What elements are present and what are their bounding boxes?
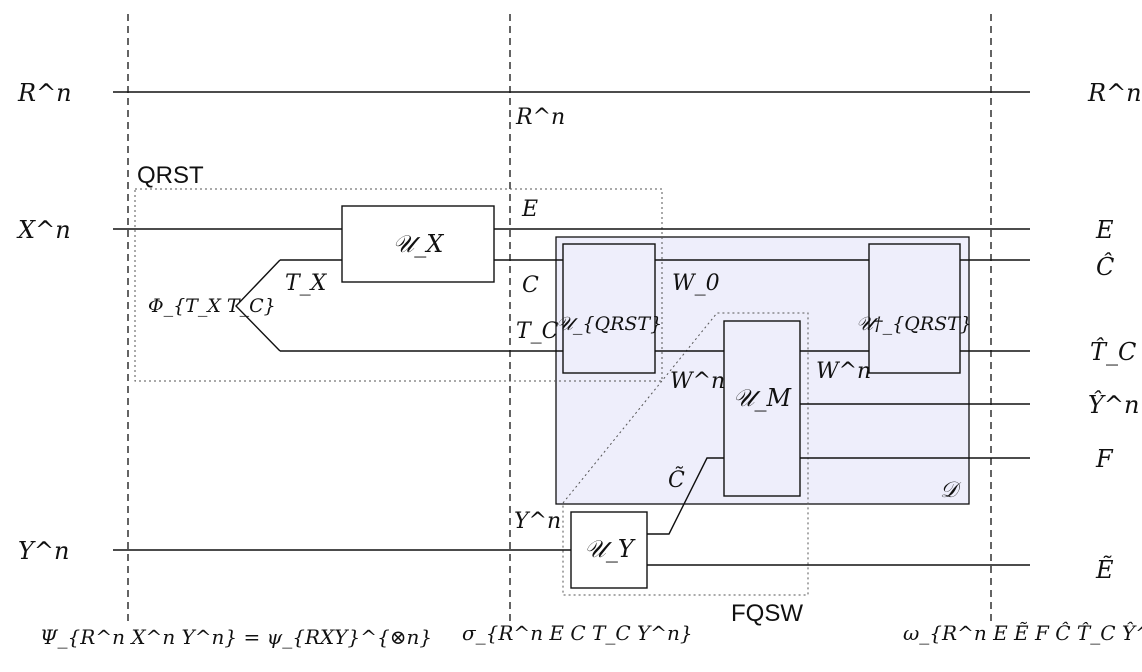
ux-box <box>341 205 495 283</box>
wires <box>113 91 1030 566</box>
right-label-r: R^n <box>1087 79 1142 107</box>
qrst-title: QRST <box>137 162 204 189</box>
label-w0: W_0 <box>672 271 720 296</box>
mid-label-c: C <box>522 273 539 298</box>
bottom-label-psi: Ψ_{R^n X^n Y^n} = ψ_{RXY}^{⊗n} <box>40 625 432 649</box>
left-label-x: X^n <box>16 216 71 244</box>
um-label: 𝒰_M <box>733 384 793 412</box>
mid-label-e: E <box>521 197 538 222</box>
mid-label-r: R^n <box>515 105 565 130</box>
bottom-label-omega: ω_{R^n E Ẽ F Ĉ T̂_C Ŷ^n} <box>903 620 1142 645</box>
label-wn-left: W^n <box>670 369 725 394</box>
right-label-f: F <box>1095 445 1114 473</box>
uqrst-dagger-box <box>868 243 961 374</box>
label-c-tilde: C̃ <box>668 467 685 493</box>
right-label-e-tilde: Ẽ <box>1095 555 1114 584</box>
uqrst-label: 𝒰_{QRST} <box>556 313 662 335</box>
right-label-y-hat: Ŷ^n <box>1088 390 1139 419</box>
right-label-c-hat: Ĉ <box>1096 252 1114 281</box>
label-wn-right: W^n <box>816 359 871 384</box>
uy-box <box>570 511 648 589</box>
fqsw-dotted-box <box>562 312 809 596</box>
right-label-e: E <box>1095 216 1114 244</box>
right-label-tc-hat: T̂_C <box>1090 338 1136 366</box>
bottom-label-sigma: σ_{R^n E C T_C Y^n} <box>462 621 693 645</box>
uqrst-box <box>562 243 656 374</box>
mid-label-y: Y^n <box>514 509 561 534</box>
left-label-y: Y^n <box>18 537 69 565</box>
label-tx: T_X <box>285 271 328 296</box>
label-phi: Φ_{T_X T_C} <box>148 295 276 317</box>
qrst-dotted-box <box>134 188 663 382</box>
uy-label: 𝒰_Y <box>584 535 636 563</box>
fqsw-title: FQSW <box>731 600 803 627</box>
um-box <box>723 320 801 497</box>
left-label-r: R^n <box>17 79 72 107</box>
uqrst-dagger-label: 𝒰†_{QRST} <box>856 313 972 335</box>
mid-label-tc: T_C <box>516 319 559 344</box>
ux-label: 𝒰_X <box>393 230 445 258</box>
label-d: 𝒟 <box>940 478 962 503</box>
time-slices <box>127 14 992 622</box>
